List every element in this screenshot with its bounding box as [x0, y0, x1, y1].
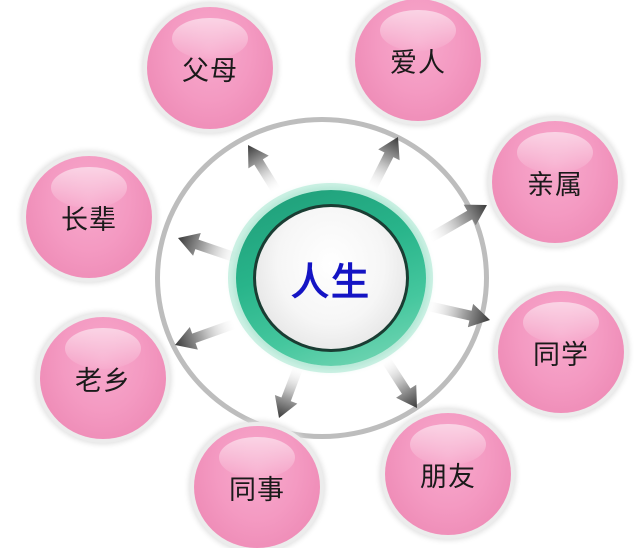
node-elders: 长辈: [26, 156, 152, 278]
node-label: 长辈: [61, 204, 117, 236]
arrow-icon: [274, 366, 303, 418]
node-fellow-townsmen: 老乡: [40, 317, 166, 439]
node-friends: 朋友: [385, 413, 511, 535]
arrow-icon: [247, 145, 281, 193]
node-parents: 父母: [147, 7, 273, 129]
gloss-highlight: [172, 17, 248, 60]
gloss-highlight: [523, 301, 599, 344]
node-label: 父母: [182, 55, 238, 87]
node-label: 同事: [229, 474, 285, 506]
arrow-icon: [426, 301, 491, 328]
node-label: 朋友: [420, 461, 476, 493]
arrow-icon: [381, 357, 418, 409]
gloss-highlight: [380, 9, 456, 52]
arrow-icon: [427, 204, 488, 243]
node-label: 同学: [533, 339, 589, 371]
node-colleagues: 同事: [194, 426, 320, 548]
gloss-highlight: [65, 327, 141, 370]
node-relatives: 亲属: [492, 121, 618, 243]
center-label: 人生: [290, 258, 371, 304]
arrow-icon: [177, 233, 239, 263]
gloss-highlight: [517, 131, 593, 174]
node-label: 亲属: [527, 169, 583, 201]
node-label: 老乡: [75, 365, 131, 397]
arrow-icon: [367, 136, 400, 191]
node-lover: 爱人: [355, 0, 481, 121]
gloss-highlight: [410, 423, 486, 466]
arrow-icon: [174, 319, 236, 350]
node-label: 爱人: [390, 47, 446, 79]
node-classmates: 同学: [498, 291, 624, 413]
gloss-highlight: [51, 166, 127, 209]
gloss-highlight: [219, 436, 295, 479]
center-node: 人生: [253, 204, 409, 352]
